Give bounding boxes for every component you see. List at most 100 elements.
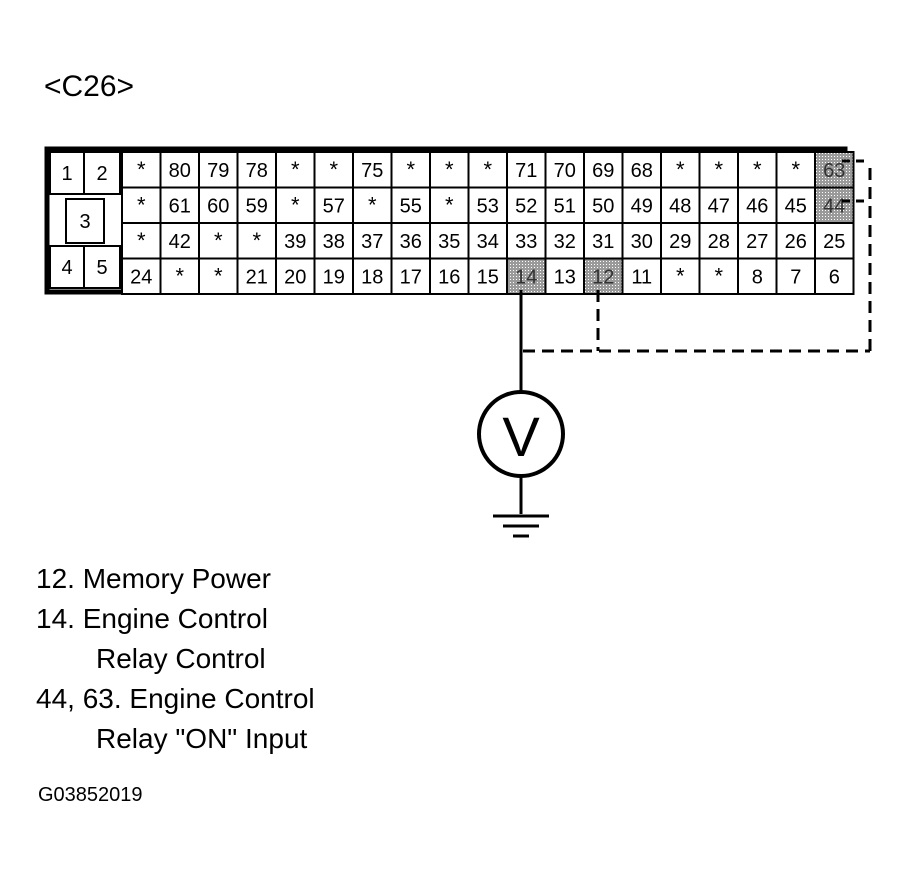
pin-label: *: [291, 157, 300, 182]
pin-unused-16: *: [737, 151, 778, 189]
pin-35: 35: [429, 222, 470, 260]
pin-75: 75: [352, 151, 393, 189]
pin-label: 20: [284, 266, 306, 288]
pin-unused-8: *: [429, 151, 470, 189]
pin-label: 78: [246, 160, 268, 182]
pin-61: 61: [159, 186, 200, 224]
pin-59: 59: [236, 186, 277, 224]
pin-unused-72: *: [698, 257, 739, 295]
pin-36: 36: [390, 222, 431, 260]
pin-label: 1: [61, 163, 72, 185]
pin-28: 28: [698, 222, 739, 260]
pin-3: 3: [65, 198, 105, 244]
pin-cell: [313, 222, 354, 260]
pin-label: 14: [515, 266, 537, 288]
figure-id: G03852019: [38, 784, 143, 806]
pin-label: 26: [785, 231, 807, 253]
pin-53: 53: [467, 186, 508, 224]
pin-label: *: [445, 157, 454, 182]
pin-48: 48: [660, 186, 701, 224]
meter-wiring: V: [477, 159, 872, 538]
pin-cell: [814, 222, 855, 260]
pin-label: 21: [246, 266, 268, 288]
pin-label: 69: [592, 160, 614, 182]
pin-cell: [49, 151, 85, 195]
pin-71: 71: [506, 151, 547, 189]
pin-8: 8: [737, 257, 778, 295]
pin-unused-7: *: [390, 151, 431, 189]
pin-label: 36: [400, 231, 422, 253]
pin-label: *: [214, 228, 223, 253]
pin-label: 68: [631, 160, 653, 182]
pin-unused-38: *: [121, 222, 162, 260]
pin-label: 75: [361, 160, 383, 182]
pin-11: 11: [621, 257, 662, 295]
pin-label: 11: [631, 266, 652, 288]
pin-1: 1: [49, 151, 85, 195]
pin-label: *: [368, 192, 377, 217]
pin-label: 2: [96, 163, 107, 185]
pin-label: *: [406, 157, 415, 182]
pin-label: 30: [631, 231, 653, 253]
pin-label: *: [714, 263, 723, 288]
pin-69: 69: [583, 151, 624, 189]
pin-57: 57: [313, 186, 354, 224]
pin-label: 39: [284, 231, 306, 253]
pin-label: 16: [438, 266, 460, 288]
pin-label: 60: [207, 195, 229, 217]
pin-label: 61: [169, 195, 191, 217]
pin-label: *: [252, 228, 261, 253]
pin-cell: [660, 257, 701, 295]
pin-52: 52: [506, 186, 547, 224]
pin-label: 31: [592, 231, 614, 253]
pin-label: 70: [554, 160, 576, 182]
pin-13: 13: [544, 257, 585, 295]
pin-50: 50: [583, 186, 624, 224]
legend-item-14-cont: Relay Control: [96, 643, 266, 674]
pin-45: 45: [775, 186, 816, 224]
pin-cell: [352, 151, 393, 189]
pin-label: 50: [592, 195, 614, 217]
pin-label: 3: [79, 211, 90, 233]
pin-2: 2: [83, 151, 121, 195]
pin-cell: [236, 257, 277, 295]
pin-cell: [236, 151, 277, 189]
pin-label: 48: [669, 195, 691, 217]
pin-cell: [506, 151, 547, 189]
pin-18: 18: [352, 257, 393, 295]
pin-label: 51: [554, 195, 576, 217]
pin-cell: [775, 222, 816, 260]
pin-label: 42: [169, 231, 191, 253]
pin-unused-5: *: [313, 151, 354, 189]
pin-cell: [236, 222, 277, 260]
pin-38: 38: [313, 222, 354, 260]
pin-cell: [159, 257, 200, 295]
pin-unused-9: *: [467, 151, 508, 189]
pin-4: 4: [49, 245, 85, 289]
pin-44: 44: [814, 186, 855, 224]
pin-25: 25: [814, 222, 855, 260]
pin-55: 55: [390, 186, 431, 224]
pin-14: 14: [506, 257, 547, 295]
pin-24: 24: [121, 257, 162, 295]
pin-cell: [698, 186, 739, 224]
pin-6: 6: [814, 257, 855, 295]
pin-7: 7: [775, 257, 816, 295]
pin-cell: [65, 198, 105, 244]
pin-cell: [621, 257, 662, 295]
pin-label: 55: [400, 195, 422, 217]
pin-cell: [467, 222, 508, 260]
pin-79: 79: [198, 151, 239, 189]
pin-unused-23: *: [275, 186, 316, 224]
pin-label: 32: [554, 231, 576, 253]
pin-label: 28: [708, 231, 730, 253]
pin-label: *: [714, 157, 723, 182]
legend-item-44-63-cont: Relay "ON" Input: [96, 723, 308, 754]
pin-47: 47: [698, 186, 739, 224]
pin-12: 12: [583, 257, 624, 295]
pin-label: 59: [246, 195, 268, 217]
pin-42: 42: [159, 222, 200, 260]
pin-unused-25: *: [352, 186, 393, 224]
pin-17: 17: [390, 257, 431, 295]
